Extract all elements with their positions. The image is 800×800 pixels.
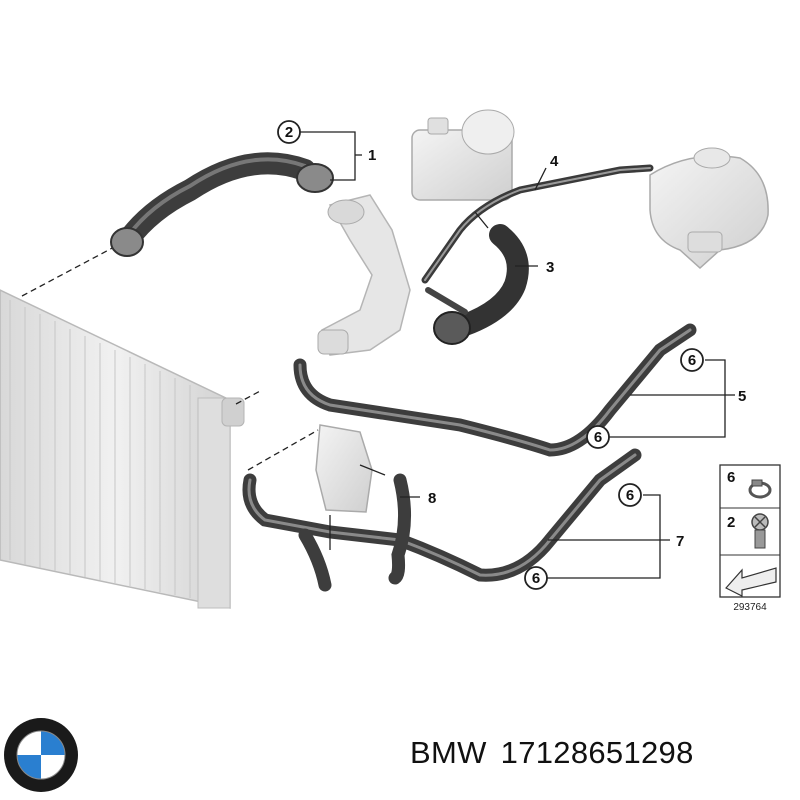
callout-circle-2 [277,120,301,144]
leader-lines [21,244,319,471]
callout-lines [300,131,735,579]
callout-7: 7 [676,533,684,550]
bmw-roundel-icon [4,718,78,792]
hose-1-end-clamp [110,227,144,257]
callout-6b: 6 [594,429,602,446]
part-caption: BMW 17128651298 [410,735,708,771]
hose-clamp-icon [748,479,772,499]
legend-label-6: 6 [727,469,735,486]
direction-arrow-icon [725,567,777,597]
part-number: 17128651298 [500,735,694,770]
small-coolant-tank [315,424,373,513]
thermostat-housing [317,194,411,356]
hose-3 [454,224,529,336]
hose-8 [388,473,412,585]
callout-3: 3 [546,259,554,276]
callout-5: 5 [738,388,746,405]
expansion-tank [649,147,769,270]
diagram-code: 293764 [733,602,767,613]
callout-2: 2 [285,124,293,141]
hose-1-clip [296,163,334,193]
callout-6a: 6 [688,352,696,369]
legend-label-2: 2 [727,514,735,531]
callout-6c: 6 [626,487,634,504]
brand-name: BMW [410,735,487,770]
callouts: 2 1 4 3 6 5 6 8 6 7 6 [277,120,746,590]
callout-8: 8 [428,490,436,507]
clip-screw-icon [751,513,769,549]
callout-6d: 6 [532,570,540,587]
legend-box: 6 2 293764 [719,464,781,613]
callout-4: 4 [550,153,559,170]
callout-1: 1 [368,147,376,164]
radiator [0,289,245,609]
hose-1 [117,152,316,251]
coolant-reservoir-block [411,109,515,201]
